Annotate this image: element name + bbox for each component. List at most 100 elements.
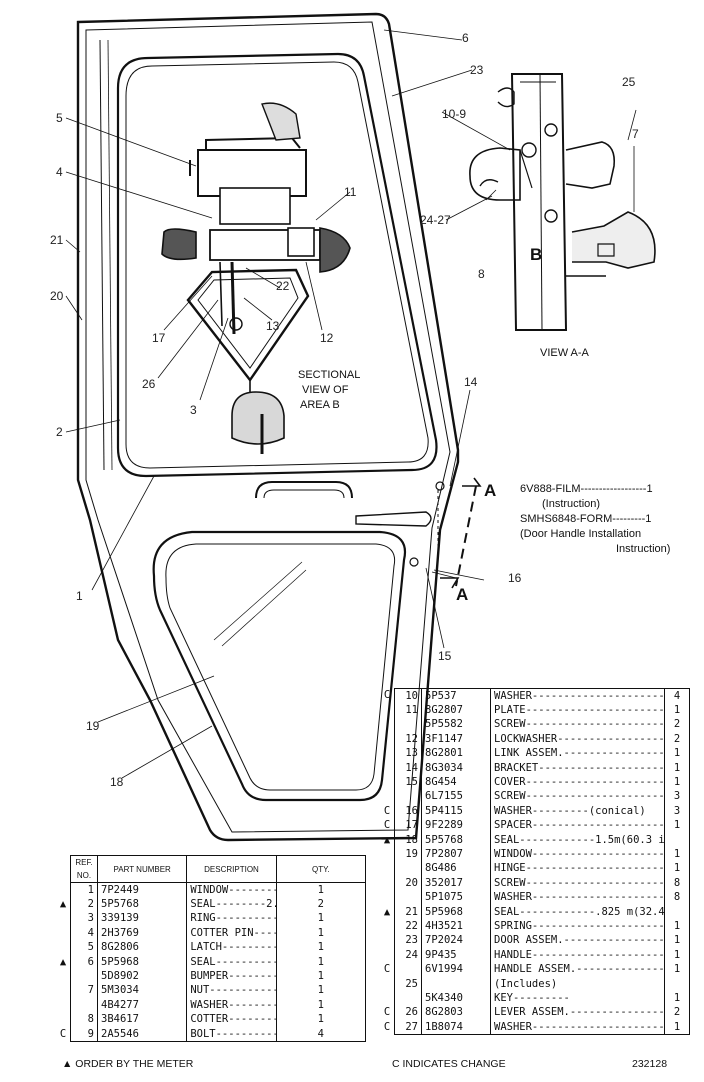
part-description: BUMPER--------------------------- xyxy=(186,969,277,984)
part-number: 8G454 xyxy=(421,775,491,790)
ref-number: 15 xyxy=(394,775,422,790)
section-letter-top: A xyxy=(484,481,496,500)
ref-number xyxy=(394,962,422,977)
ref-number: 24 xyxy=(394,948,422,963)
part-number: 5P537 xyxy=(421,688,491,704)
change-mark xyxy=(380,977,395,991)
quantity: 3 xyxy=(664,789,690,805)
sectional-caption-line1: SECTIONAL xyxy=(298,369,360,381)
part-number: 3F1147 xyxy=(421,732,491,747)
part-number: 6V1994 xyxy=(421,962,491,977)
callout-7: 7 xyxy=(632,127,639,141)
callout-25: 25 xyxy=(622,75,636,89)
ref-number: 12 xyxy=(394,732,422,747)
part-number: 7P2449 xyxy=(97,882,188,898)
quantity: 1 xyxy=(276,1012,367,1027)
ref-number: 2 xyxy=(70,897,98,912)
change-mark xyxy=(380,991,395,1005)
part-description: WASHER---------(conical) xyxy=(490,804,665,819)
callout-2: 2 xyxy=(56,425,63,439)
part-description: HINGE--------------------------- xyxy=(490,861,665,877)
part-description: COVER--------------------------- xyxy=(490,775,665,790)
change-mark xyxy=(56,912,71,926)
quantity: 1 xyxy=(664,703,690,718)
note-film: 6V888-FILM------------------1 (Instructi… xyxy=(520,482,653,512)
part-description: HANDLE ASSEM.------------------- xyxy=(490,962,665,977)
quantity: 1 xyxy=(664,746,690,761)
ref-number: 3 xyxy=(70,911,98,927)
quantity: 1 xyxy=(664,1019,690,1036)
part-description: SPACER-------------------------- xyxy=(490,818,665,833)
ref-number xyxy=(70,998,98,1013)
change-mark xyxy=(380,732,395,746)
quantity: 1 xyxy=(276,983,367,999)
change-mark: ▲ xyxy=(59,898,67,911)
ref-number: 26 xyxy=(394,1005,422,1020)
table-row: C271B8074WASHER-------------------------… xyxy=(380,1019,690,1036)
change-mark xyxy=(380,761,395,775)
note-film-dashes: ------------------ xyxy=(580,483,647,495)
callout-12: 12 xyxy=(320,331,334,345)
table-row: 25 (Includes) xyxy=(380,976,690,992)
part-number: 5M3034 xyxy=(97,983,188,999)
table-row: 58G2806LATCH----------------------------… xyxy=(56,940,367,955)
part-number: 8G2803 xyxy=(421,1005,491,1020)
table-row: C105P537WASHER--------------------------… xyxy=(380,688,690,704)
part-description: WINDOW-------------------------- xyxy=(490,847,665,862)
table-row: 197P2807WINDOW--------------------------… xyxy=(380,847,690,862)
section-letter-bottom: A xyxy=(456,585,468,604)
callout-1: 1 xyxy=(76,589,83,603)
table-row: 118G2807PLATE---------------------------… xyxy=(380,703,690,718)
part-description: RING----------------------------- xyxy=(186,911,277,927)
quantity xyxy=(664,976,690,992)
part-number: 5P5582 xyxy=(421,717,491,733)
quantity: 1 xyxy=(664,933,690,949)
ref-number: 6 xyxy=(70,954,98,970)
note-form-sub: (Door Handle Installation xyxy=(520,528,642,540)
change-mark: ▲ xyxy=(383,833,391,846)
quantity: 1 xyxy=(664,962,690,977)
header-desc: DESCRIPTION xyxy=(186,855,277,883)
part-description: LATCH---------------------------- xyxy=(186,940,277,955)
change-mark: C xyxy=(383,689,391,702)
change-mark xyxy=(380,919,395,933)
ref-number: 25 xyxy=(394,976,422,992)
callout-3: 3 xyxy=(190,403,197,417)
note-form: SMHS6848-FORM---------1 (Door Handle Ins… xyxy=(520,512,670,557)
part-number: 8G2801 xyxy=(421,746,491,761)
ref-number: 1 xyxy=(70,882,98,898)
quantity: 2 xyxy=(664,732,690,747)
callout-21: 21 xyxy=(50,233,64,247)
ref-number: 16 xyxy=(394,804,422,819)
part-description: HANDLE-------------------------- xyxy=(490,948,665,963)
quantity: 8 xyxy=(664,876,690,891)
ref-number xyxy=(394,789,422,805)
change-mark xyxy=(380,948,395,962)
table-row: 17P2449WINDOW---------------------------… xyxy=(56,882,367,898)
part-description: SEAL------------1.5m(60.3 in.) xyxy=(490,832,665,848)
part-description: SEAL--------2.5 m(100 in.) xyxy=(186,897,277,912)
part-description: LEVER ASSEM.-------------------- xyxy=(490,1005,665,1020)
part-description: WASHER--------------------------- xyxy=(186,998,277,1013)
quantity: 1 xyxy=(664,818,690,833)
change-mark xyxy=(56,926,71,940)
change-mark xyxy=(380,718,395,732)
change-mark xyxy=(56,883,71,898)
part-number: 5D8902 xyxy=(97,969,188,984)
callout-17: 17 xyxy=(152,331,166,345)
change-mark xyxy=(56,998,71,1012)
view-a-a-caption: VIEW A-A xyxy=(540,347,590,359)
quantity: 1 xyxy=(664,861,690,877)
legend-order-by-meter: ▲ ORDER BY THE METER xyxy=(62,1058,194,1070)
part-description: LINK ASSEM.--------------------- xyxy=(490,746,665,761)
legend-indicates-change: C INDICATES CHANGE xyxy=(392,1058,506,1070)
change-mark: ▲ xyxy=(383,905,391,918)
ref-number: 14 xyxy=(394,760,422,776)
